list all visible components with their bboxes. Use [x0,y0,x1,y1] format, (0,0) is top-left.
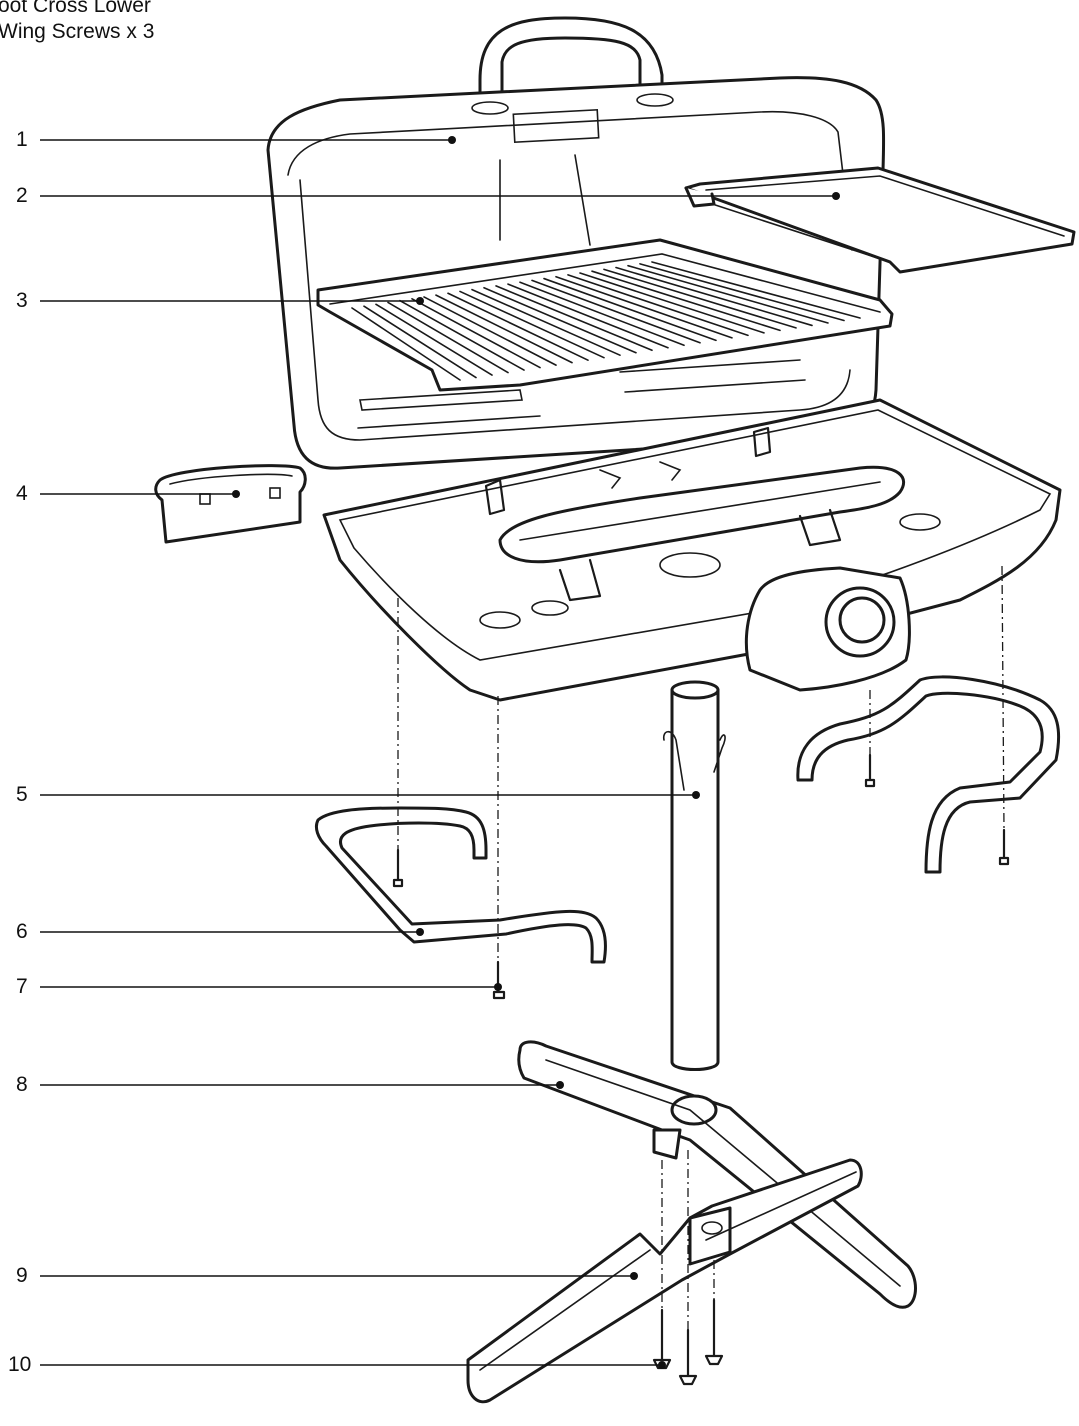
firebox-base [322,398,1062,702]
part-number-7: 7 [16,975,28,998]
grate-rib [567,274,749,337]
part-number-1: 1 [16,128,28,151]
part-number-9: 9 [16,1264,28,1287]
grate-rib [387,301,509,374]
warming-rack-part [684,166,1076,274]
grate-rib [459,290,605,359]
grate-rib [507,283,669,349]
foot-cross-upper-part [517,1040,917,1309]
part-number-10: 10 [8,1353,32,1376]
left-leg-part [314,806,608,964]
grate-rib [519,281,685,347]
right-leg-part [796,675,1061,874]
grate-rib [627,264,829,324]
part-number-4: 4 [16,482,28,505]
wing-screws [652,1298,724,1386]
grate-rib [603,268,797,329]
grate-rib [351,307,461,381]
grate-rib [555,275,733,339]
part-number-3: 3 [16,289,28,312]
grate-rib [639,263,845,322]
grate-rib [363,305,477,379]
foot-cross-lower-part [466,1158,863,1404]
grate-rib [615,266,813,327]
grate-rib [423,296,557,366]
grate-rib [411,297,541,369]
part-number-8: 8 [16,1073,28,1096]
assembly-lines [397,565,1005,1330]
caption-line-2: Wing Screws x 3 [0,20,155,43]
grate-rib [471,288,621,357]
grate-rib [375,303,493,376]
drip-tray-part [154,464,307,544]
grate-rib [543,277,717,342]
part-number-5: 5 [16,783,28,806]
pole-part [662,680,726,1071]
grill-grate-part [316,238,894,392]
part-number-2: 2 [16,184,28,207]
grate-rib [579,272,765,334]
grate-rib [435,294,573,364]
grate-rib [447,292,589,361]
grate-rib [399,299,525,371]
grate-rib [483,286,637,354]
leader-lines [40,136,840,1369]
grate-rib [651,261,861,319]
lid-part [266,16,886,470]
part-number-6: 6 [16,920,28,943]
grate-rib [591,270,781,332]
caption-line-1: oot Cross Lower [0,0,151,17]
grate-rib [495,285,653,352]
grate-rib [531,279,701,344]
